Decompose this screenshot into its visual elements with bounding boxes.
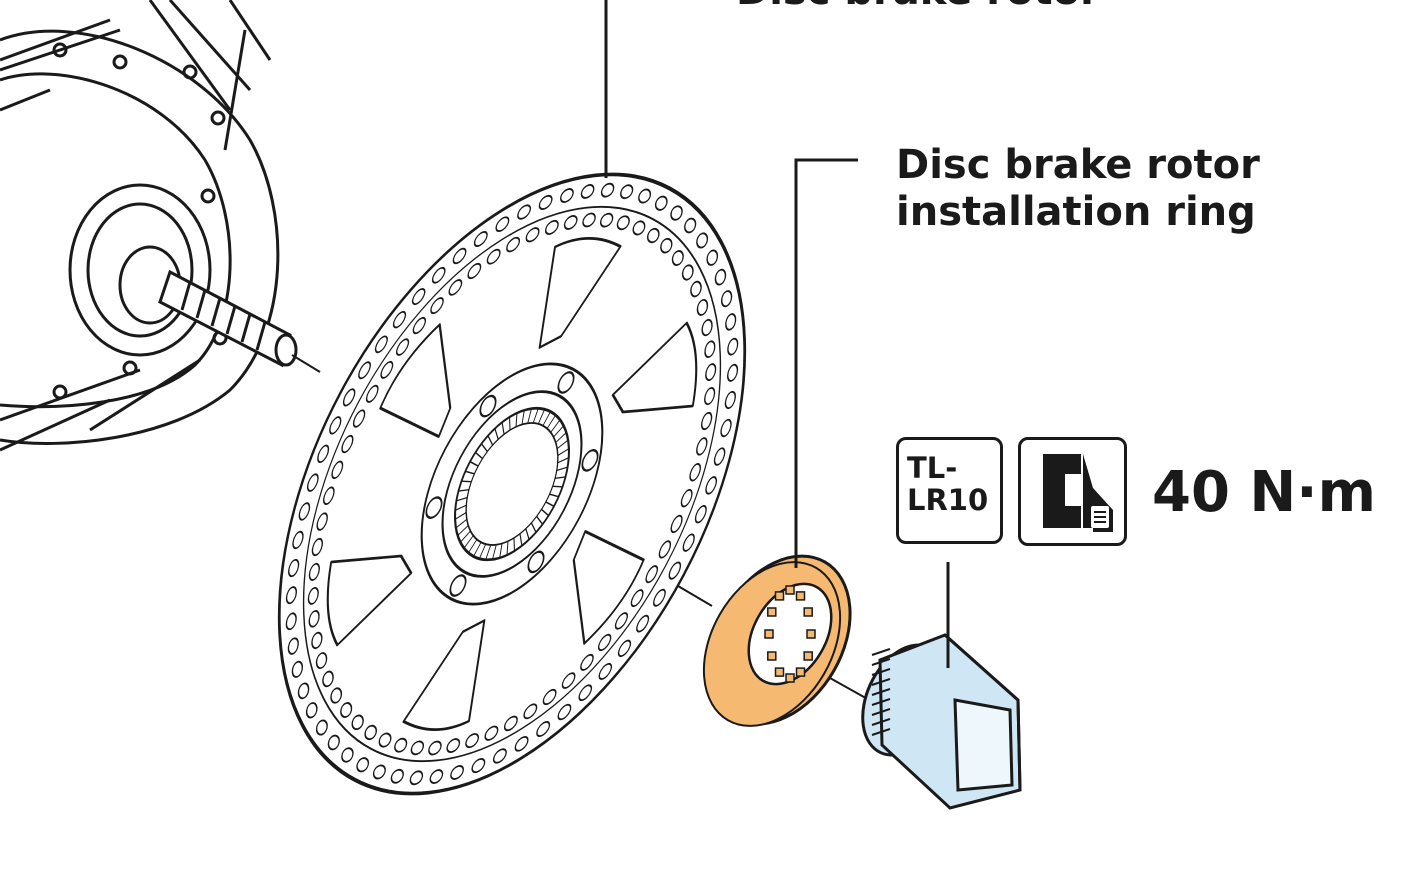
rotor-spoke-cutouts xyxy=(326,236,698,732)
label-installation-ring: Disc brake rotor installation ring xyxy=(896,142,1260,236)
rotor-cooling-holes xyxy=(285,182,739,786)
torque-wrench-icon xyxy=(1018,437,1127,546)
torque-value: 40 N·m xyxy=(1152,460,1376,525)
rotor-bolt-holes xyxy=(425,371,599,597)
label-disc-brake-rotor-text: Disc brake rotor xyxy=(736,0,1100,14)
rotor-installation-ring xyxy=(702,554,852,727)
tool-code-line2: LR10 xyxy=(907,483,989,518)
label-disc-brake-rotor: Disc brake rotor xyxy=(736,0,1100,15)
tl-lr10-tool xyxy=(861,633,1022,810)
tool-code: TL- LR10 xyxy=(907,452,988,517)
disc-brake-rotor xyxy=(277,172,747,796)
tool-code-line1: TL- xyxy=(907,451,958,485)
rotor-splines xyxy=(455,408,569,560)
hub-body xyxy=(0,0,298,452)
label-ring-line2: installation ring xyxy=(896,189,1256,236)
tool-code-badge: TL- LR10 xyxy=(896,437,1003,544)
label-ring-line1: Disc brake rotor xyxy=(896,142,1260,188)
ring-leader-line xyxy=(794,158,858,568)
